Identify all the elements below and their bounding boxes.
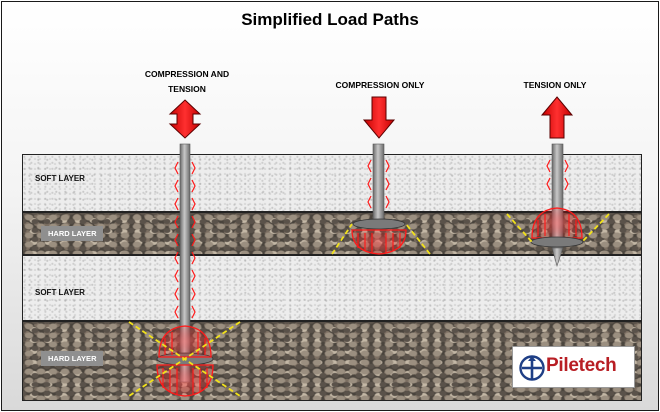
piletech-logo-icon xyxy=(519,355,545,381)
pile-3-label: TENSION ONLY xyxy=(523,80,587,90)
pile-1-label: COMPRESSION AND TENSION xyxy=(132,67,242,97)
soft-layer-2-label: SOFT LAYER xyxy=(35,288,85,297)
pile-2-friction-arrows xyxy=(367,159,390,209)
pile-1-failure-lines xyxy=(128,321,241,397)
pile-2-down-arrow-icon xyxy=(362,96,396,139)
pile-2-compression-bulb xyxy=(351,229,407,255)
pile-3-friction-arrows xyxy=(546,159,569,191)
hard-layer-2-label: HARD LAYER xyxy=(41,351,104,366)
pile-1-compression-bulb xyxy=(156,364,214,397)
pile-3-failure-lines xyxy=(506,213,610,243)
piletech-logo: Piletech xyxy=(512,346,635,388)
diagram-title: Simplified Load Paths xyxy=(241,10,419,29)
piletech-logo-text: Piletech xyxy=(546,355,617,376)
pile-2-compression-ticks xyxy=(357,233,401,253)
pile-1-double-arrow-icon xyxy=(168,99,202,139)
pile-2 xyxy=(331,96,431,255)
pile-1-label-line-2: TENSION xyxy=(168,84,206,94)
pile-2-label: COMPRESSION ONLY xyxy=(335,80,425,90)
pile-2-failure-lines xyxy=(331,223,431,255)
pile-1-label-line-1: COMPRESSION AND xyxy=(144,69,230,79)
pile-3-pile-tip xyxy=(551,247,564,268)
pile-1-compression-ticks xyxy=(162,368,208,394)
pile-3 xyxy=(506,96,610,268)
pile-1-tension-bulb xyxy=(158,325,212,358)
soft-layer-1-label: SOFT LAYER xyxy=(35,174,85,183)
pile-3-helix-plate xyxy=(530,236,584,248)
pile-3-tension-ticks xyxy=(537,214,577,236)
pile-3-tension-bulb xyxy=(531,207,583,239)
pile-3-up-arrow-icon xyxy=(540,96,574,139)
pile-2-helix-plate xyxy=(352,218,406,230)
soft-layer-2 xyxy=(22,255,642,321)
pile-1-friction-arrows xyxy=(174,161,196,319)
pile-2-shaft xyxy=(372,143,385,225)
hard-layer-1-label: HARD LAYER xyxy=(41,226,104,241)
soft-layer-1 xyxy=(22,154,642,212)
pile-1 xyxy=(128,99,241,397)
